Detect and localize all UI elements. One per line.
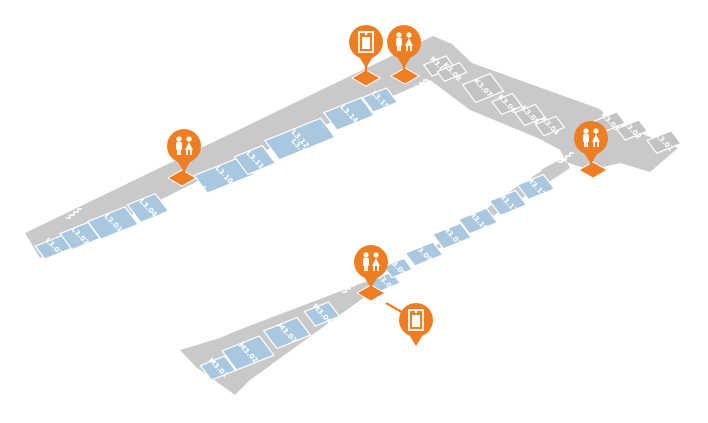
- room-l3-15[interactable]: L3.15: [361, 87, 399, 113]
- room-k3-02[interactable]: K3.02: [615, 119, 649, 141]
- room-l3-03[interactable]: L3.03: [86, 206, 140, 240]
- room-m3-01b[interactable]: M3.01: [431, 222, 473, 250]
- room-k3-08[interactable]: K3.08: [436, 61, 468, 83]
- stairs-icon: [412, 79, 428, 90]
- room-k3-06[interactable]: K3.06: [491, 92, 523, 116]
- stairs-icon: [190, 186, 206, 197]
- elevator-icon: [408, 309, 424, 331]
- stairs-icon: [66, 208, 82, 219]
- room-k3-04[interactable]: K3.04: [534, 115, 566, 137]
- restroom-icon: [176, 136, 193, 155]
- markers-layer: [166, 25, 609, 346]
- room-m3-10[interactable]: M3.10: [457, 207, 499, 235]
- room-l3-04[interactable]: L3.04: [126, 192, 170, 224]
- room-m3-12[interactable]: M3.12: [516, 173, 556, 201]
- room-l3-11[interactable]: L3.11: [233, 144, 277, 176]
- restroom-marker[interactable]: [354, 245, 388, 302]
- elevator-marker[interactable]: [349, 25, 383, 87]
- room-m3-02[interactable]: M3.02: [221, 335, 275, 371]
- restroom-marker[interactable]: [166, 129, 201, 187]
- restroom-marker[interactable]: [387, 25, 421, 85]
- elevator-icon: [358, 31, 374, 53]
- restroom-icon: [583, 128, 600, 147]
- corridor-floor: [25, 36, 678, 395]
- room-m3-01[interactable]: M3.01: [199, 355, 237, 381]
- rooms-layer: L3.01L3.02L3.03L3.04L3.10L3.11L3.12L3.13…: [34, 55, 682, 381]
- room-l3-14[interactable]: L3.14: [322, 97, 376, 131]
- restroom-icon: [363, 252, 380, 271]
- stairs-layer: [66, 79, 574, 293]
- stairs-icon: [500, 228, 516, 239]
- corridor-layer: [25, 36, 678, 395]
- room-m3-09b[interactable]: M3.09b: [404, 241, 444, 268]
- room-m3-11[interactable]: M3.11: [488, 189, 528, 217]
- room-k3-01[interactable]: K3.01: [646, 130, 682, 154]
- restroom-marker[interactable]: [574, 121, 609, 179]
- room-k3-05[interactable]: K3.05: [514, 103, 546, 127]
- room-m3-04[interactable]: M3.04: [303, 301, 341, 327]
- room-l3-12[interactable]: L3.12: [264, 117, 336, 161]
- stairs-icon: [558, 152, 574, 163]
- stairs-icon: [342, 282, 358, 293]
- room-m3-03[interactable]: M3.03: [262, 316, 312, 350]
- restroom-icon: [396, 32, 413, 51]
- room-k3-07[interactable]: K3.07: [461, 72, 505, 104]
- elevator-marker[interactable]: [385, 302, 433, 346]
